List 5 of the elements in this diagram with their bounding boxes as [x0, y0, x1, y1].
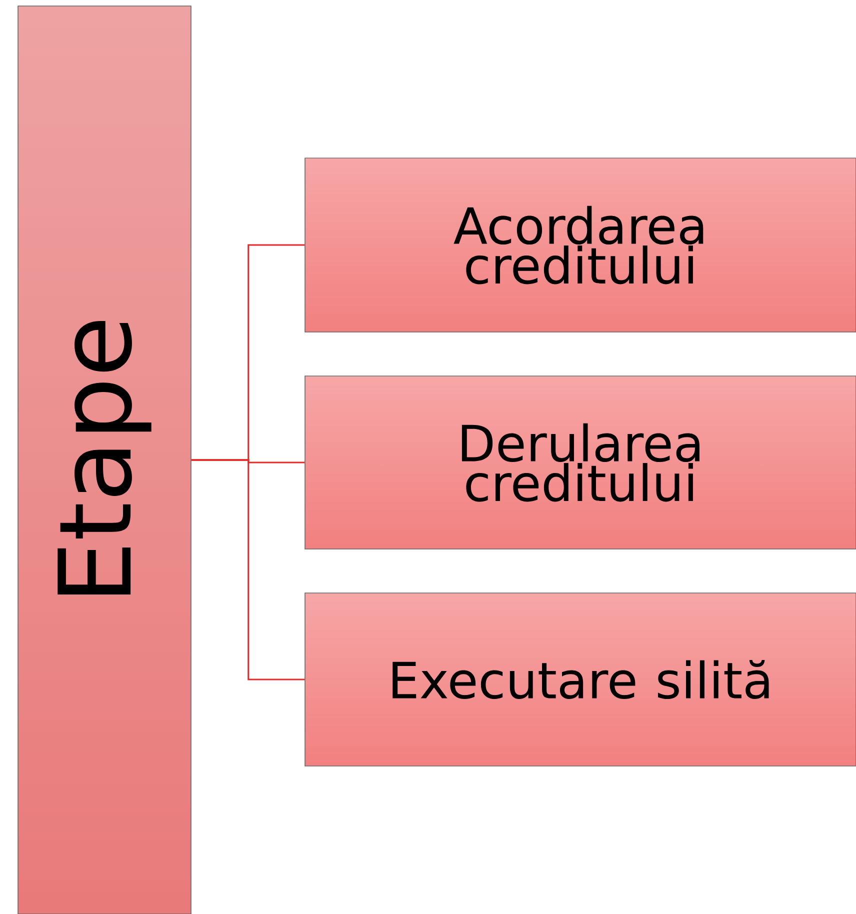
connector-line: [191, 459, 305, 680]
step-box: Acordarea creditului: [304, 158, 856, 332]
step-box: Executare silită: [304, 592, 856, 766]
stage-bar: Etape: [18, 6, 192, 914]
step-box: Derularea creditului: [304, 376, 856, 550]
